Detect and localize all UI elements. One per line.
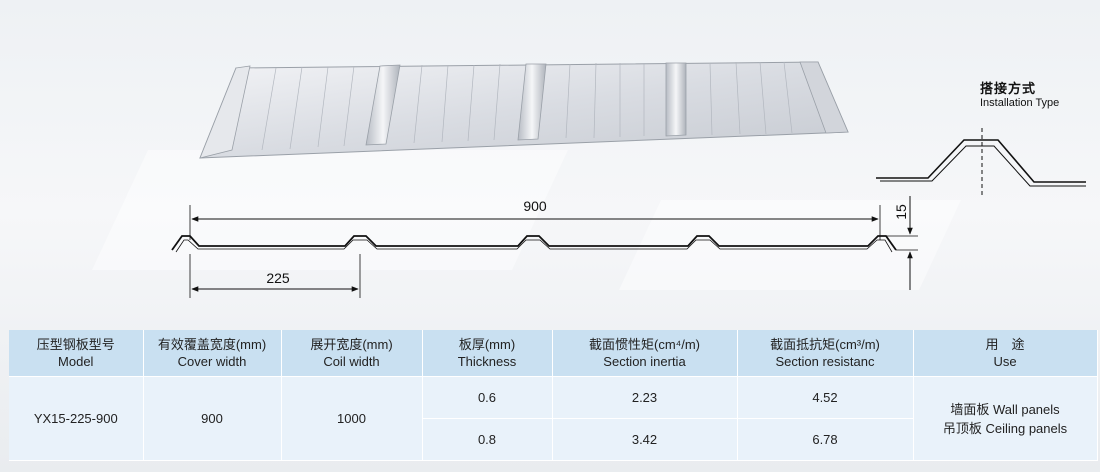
- header-section-resistance: 截面抵抗矩(cm³/m)Section resistanc: [737, 330, 914, 377]
- cross-section-profile: [171, 235, 897, 253]
- installation-title-zh: 搭接方式: [980, 81, 1037, 96]
- cell-inertia: 3.42: [552, 418, 738, 461]
- header-section-inertia: 截面惯性矩(cm⁴/m)Section inertia: [552, 330, 738, 377]
- cell-use: 墙面板 Wall panels 吊顶板 Ceiling panels: [913, 376, 1098, 461]
- cell-cover-width: 900: [143, 376, 282, 461]
- header-thickness: 板厚(mm)Thickness: [422, 330, 553, 377]
- profile-diagram: 900 225 15: [171, 61, 1086, 298]
- table-row: 0.8 3.42 6.78: [9, 418, 1097, 461]
- cell-resistance: 4.52: [737, 376, 914, 419]
- cell-thickness: 0.6: [422, 376, 553, 419]
- installation-title-en: Installation Type: [980, 97, 1060, 109]
- sheet-illustration: [199, 61, 849, 159]
- total-width-label: 900: [523, 198, 547, 214]
- cell-inertia: 2.23: [552, 376, 738, 419]
- rib-height-label: 15: [893, 204, 909, 220]
- use-ceiling-panels: 吊顶板 Ceiling panels: [942, 420, 1068, 436]
- cell-thickness: 0.8: [422, 418, 553, 461]
- use-wall-panels: 墙面板 Wall panels: [950, 401, 1060, 417]
- rib-pitch-label: 225: [266, 270, 290, 286]
- table-row: YX15-225-900 900 1000 0.6 2.23 4.52 墙面板 …: [9, 376, 1098, 461]
- header-cover-width: 有效覆盖宽度(mm)Cover width: [143, 330, 282, 377]
- cell-coil-width: 1000: [281, 376, 423, 461]
- total-width-dimension: 900: [189, 198, 881, 240]
- header-coil-width: 展开宽度(mm)Coil width: [281, 330, 423, 377]
- rib-pitch-dimension: 225: [189, 254, 361, 298]
- cell-resistance: 6.78: [737, 418, 914, 461]
- cell-model: YX15-225-900: [9, 376, 144, 461]
- rib-height-dimension: 15: [886, 196, 918, 290]
- installation-type-detail: [876, 128, 1086, 198]
